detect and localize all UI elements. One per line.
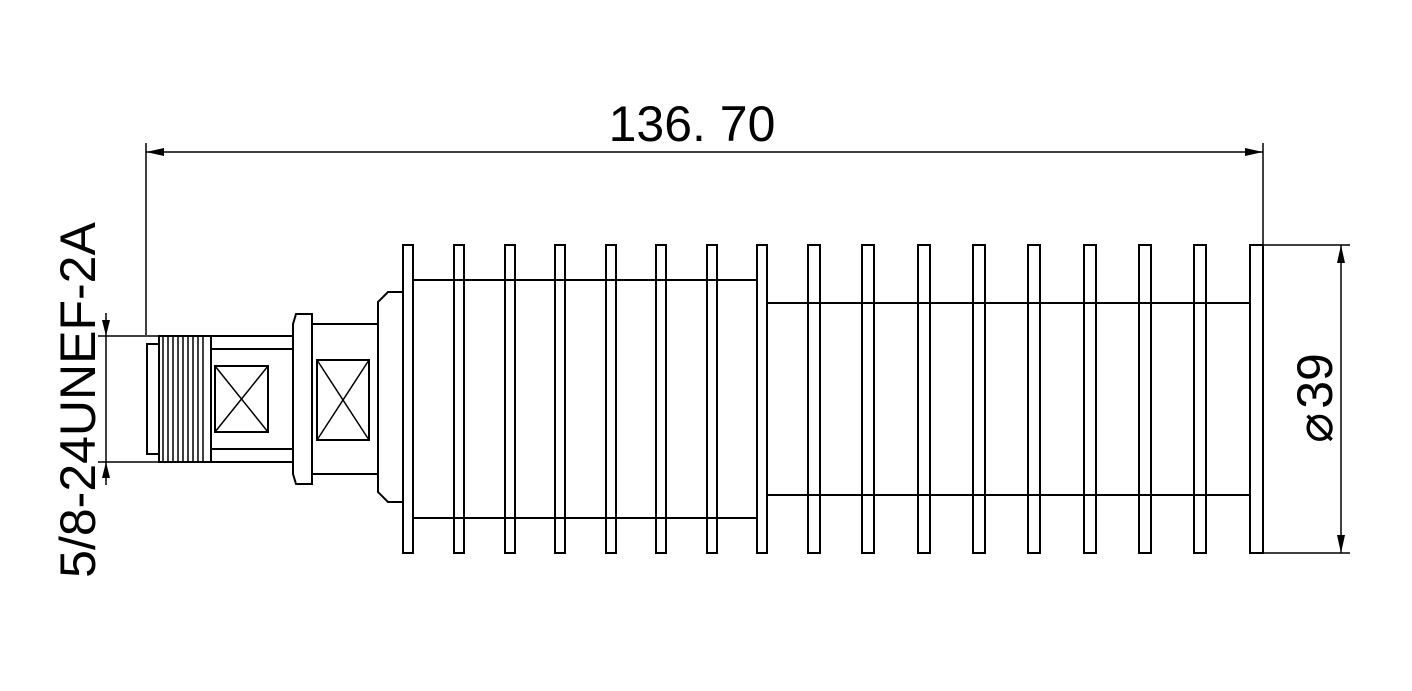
diameter-arrow-bottom bbox=[1337, 535, 1345, 553]
fin bbox=[861, 244, 875, 554]
fin bbox=[453, 244, 465, 554]
length-dimension-text: 136. 70 bbox=[609, 96, 776, 152]
fin bbox=[1083, 244, 1097, 554]
fin bbox=[402, 244, 414, 554]
wrench-flat-large bbox=[316, 359, 370, 441]
hex-nut-large bbox=[311, 323, 379, 475]
hex-nut-small bbox=[210, 335, 294, 463]
wrench-flat-small bbox=[214, 365, 269, 433]
diameter-dimension: ⌀ 39 bbox=[1263, 244, 1350, 554]
fin bbox=[706, 244, 718, 554]
fin bbox=[554, 244, 566, 554]
hex-nut-small-body bbox=[210, 335, 294, 463]
thread-grooves bbox=[162, 336, 204, 462]
fin bbox=[504, 244, 516, 554]
shoulder bbox=[377, 291, 404, 503]
fin bbox=[756, 244, 768, 554]
length-arrow-left bbox=[146, 148, 164, 156]
shoulder-body bbox=[377, 291, 404, 503]
thread-arrow-bottom bbox=[102, 462, 110, 478]
fin bbox=[807, 244, 821, 554]
fin bbox=[1193, 244, 1207, 554]
connector-tip bbox=[146, 343, 160, 455]
threaded-connector bbox=[146, 335, 212, 463]
fin bbox=[655, 244, 667, 554]
diameter-arrow-top bbox=[1337, 245, 1345, 263]
diameter-value: 39 bbox=[1287, 353, 1343, 409]
length-arrow-right bbox=[1245, 148, 1263, 156]
thread-spec-text: 5/8-24UNEF-2A bbox=[50, 222, 106, 578]
connector-flange bbox=[292, 313, 313, 485]
fin bbox=[917, 244, 931, 554]
thread-dimension: 5/8-24UNEF-2A bbox=[50, 222, 160, 578]
heat-sink bbox=[402, 244, 1264, 554]
flange-collar bbox=[292, 313, 313, 485]
diameter-symbol-icon: ⌀ bbox=[1287, 413, 1343, 443]
fin bbox=[1138, 244, 1152, 554]
fin bbox=[1027, 244, 1041, 554]
fin bbox=[972, 244, 986, 554]
length-dimension: 136. 70 bbox=[145, 96, 1264, 335]
fin-end bbox=[1249, 244, 1264, 554]
thread-arrow-top bbox=[102, 320, 110, 336]
fin bbox=[605, 244, 617, 554]
diameter-text: ⌀ 39 bbox=[1287, 353, 1343, 443]
